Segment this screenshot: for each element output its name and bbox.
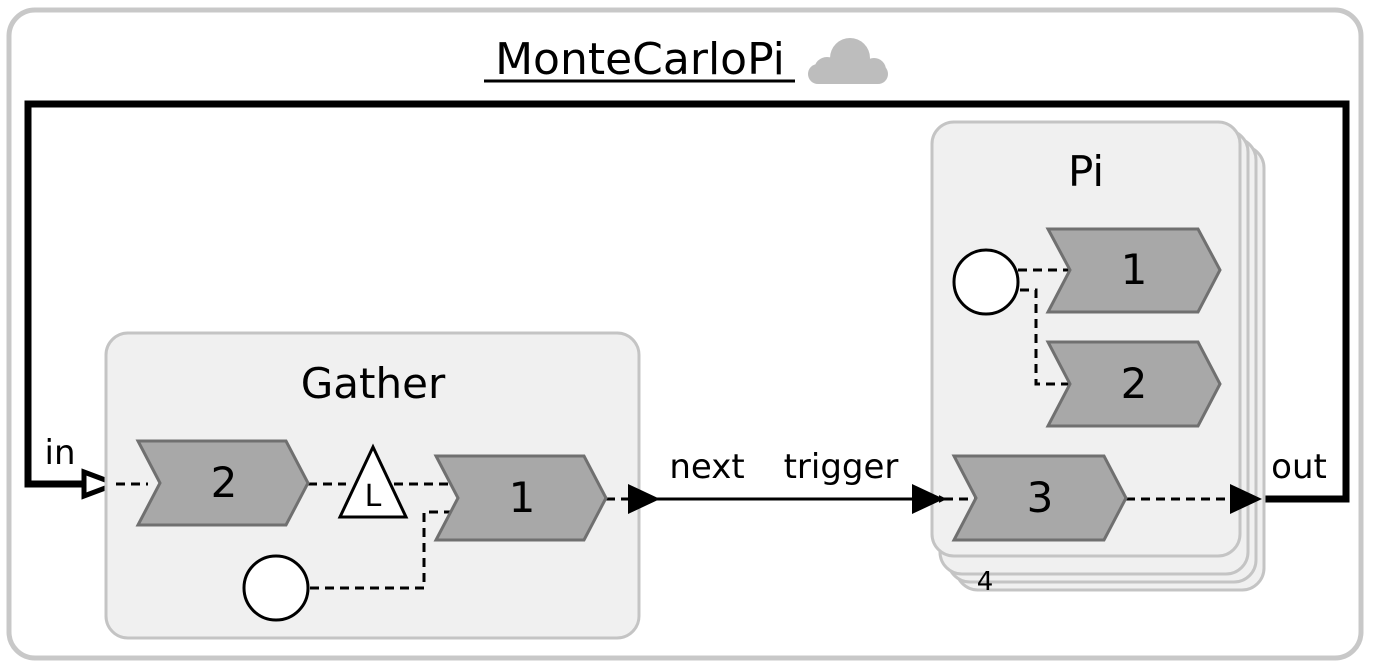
gather-step-2-label: 2: [211, 458, 238, 507]
cloud-icon: [808, 38, 888, 84]
pi-step-2-label: 2: [1121, 359, 1148, 408]
next-port-icon: [628, 484, 660, 514]
pi-step-3-label: 3: [1027, 473, 1054, 522]
pi-step-3[interactable]: 3: [951, 454, 1128, 542]
lock-label: L: [365, 479, 382, 514]
pi-step-1[interactable]: 1: [1045, 227, 1222, 314]
next-port-label: next: [669, 447, 744, 487]
pi-step-2[interactable]: 2: [1045, 340, 1222, 428]
in-port-icon: [81, 468, 124, 500]
pi-dashed-links: [944, 268, 1232, 501]
out-port-label: out: [1271, 447, 1327, 487]
gather-dashed-links: [116, 482, 636, 590]
pi-label: Pi: [1068, 147, 1104, 196]
loop-connector: [24, 100, 1350, 503]
gather-step-1-label: 1: [509, 473, 536, 522]
pi-step-1-label: 1: [1121, 245, 1148, 294]
pi-multiplicity: 4: [977, 567, 994, 597]
lock-triangle-icon: L: [337, 443, 409, 519]
in-port-label: in: [45, 433, 76, 473]
gather-step-1[interactable]: 1: [433, 454, 608, 542]
diagram-title: MonteCarloPi: [495, 34, 785, 85]
pi-input-circle[interactable]: [952, 248, 1020, 316]
out-port-icon: [1230, 484, 1262, 514]
gather-step-2[interactable]: 2: [135, 439, 310, 527]
trigger-port-label: trigger: [784, 447, 899, 487]
trigger-port-icon: [912, 484, 944, 514]
gather-label: Gather: [301, 359, 446, 408]
gather-input-circle[interactable]: [242, 554, 310, 622]
